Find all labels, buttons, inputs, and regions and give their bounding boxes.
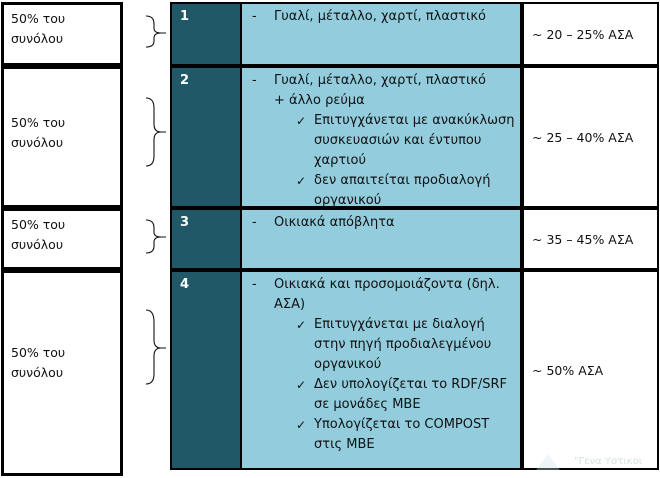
check-item: ✓ Επιτυγχάνεται με διαλογή στην πηγή προδ…: [248, 315, 520, 375]
stage-row-2: 2 - Γυαλί, μέταλλο, χαρτί, πλαστικό + άλλ…: [170, 66, 522, 208]
brace-row-3: [145, 219, 166, 254]
dash-bullet: -: [252, 73, 257, 88]
asa-range-row-2: ~ 25 – 40% ΑΣΑ: [522, 66, 659, 208]
stage-content-4: - Οικιακά και προσομοιάζοντα (δηλ. ΑΣΑ) ✓…: [240, 272, 520, 468]
watermark-text: "Γενα Υστικοι: [574, 456, 643, 467]
checkmark-icon: ✓: [296, 418, 307, 432]
checkmark-icon: ✓: [296, 174, 307, 188]
check-text: Υπολογίζεται το COMPOST στις ΜΒΕ: [314, 417, 490, 452]
checkmark-icon: ✓: [296, 114, 307, 128]
watermark-logo: "Γενα Υστικοι: [528, 436, 658, 476]
stage-number-2: 2: [172, 68, 240, 206]
material-text: Γυαλί, μέταλλο, χαρτί, πλαστικό: [274, 9, 486, 24]
stage-content-1: - Γυαλί, μέταλλο, χαρτί, πλαστικό: [240, 4, 520, 64]
material-line: - Οικιακά και προσομοιάζοντα (δηλ. ΑΣΑ): [248, 275, 520, 315]
material-text: Οικιακά και προσομοιάζοντα (δηλ. ΑΣΑ): [274, 277, 500, 312]
stage-number-3: 3: [172, 210, 240, 268]
share-label-row-3: 50% του συνόλου: [1, 208, 123, 270]
stage-row-1: 1 - Γυαλί, μέταλλο, χαρτί, πλαστικό: [170, 2, 522, 66]
material-line: - Γυαλί, μέταλλο, χαρτί, πλαστικό: [248, 71, 520, 91]
check-item: ✓ Δεν υπολογίζεται το RDF/SRF σε μονάδες …: [248, 375, 520, 415]
dash-bullet: -: [252, 277, 257, 292]
extra-stream-line: + άλλο ρεύμα: [248, 91, 520, 111]
share-label-row-4: 50% του συνόλου: [1, 270, 123, 476]
brace-row-4: [145, 309, 166, 385]
share-label-row-1: 50% του συνόλου: [1, 2, 123, 66]
check-text: Δεν υπολογίζεται το RDF/SRF σε μονάδες Μ…: [314, 377, 507, 412]
brace-row-2: [145, 97, 166, 167]
stage-number-4: 4: [172, 272, 240, 468]
asa-range-row-4: ~ 50% ΑΣΑ: [522, 270, 659, 470]
watermark-icon: [536, 454, 560, 470]
material-text: Οικιακά απόβλητα: [274, 215, 395, 230]
check-text: Επιτυγχάνεται με ανακύκλωση συσκευασιών …: [314, 113, 515, 168]
checkmark-icon: ✓: [296, 378, 307, 392]
material-text: Γυαλί, μέταλλο, χαρτί, πλαστικό: [274, 73, 486, 88]
stage-content-3: - Οικιακά απόβλητα: [240, 210, 520, 268]
brace-row-1: [145, 15, 166, 48]
stage-content-2: - Γυαλί, μέταλλο, χαρτί, πλαστικό + άλλο …: [240, 68, 520, 208]
check-item: ✓ Υπολογίζεται το COMPOST στις ΜΒΕ: [248, 415, 520, 455]
material-line: - Οικιακά απόβλητα: [248, 213, 520, 233]
dash-bullet: -: [252, 215, 257, 230]
asa-range-row-1: ~ 20 – 25% ΑΣΑ: [522, 2, 659, 66]
share-label-row-2: 50% του συνόλου: [1, 66, 123, 208]
dash-bullet: -: [252, 9, 257, 24]
extra-stream-text: + άλλο ρεύμα: [274, 93, 365, 108]
stage-number-1: 1: [172, 4, 240, 64]
stage-row-3: 3 - Οικιακά απόβλητα: [170, 208, 522, 270]
check-item: ✓ Επιτυγχάνεται με ανακύκλωση συσκευασιών…: [248, 111, 520, 171]
check-item: ✓ δεν απαιτείται προδιαλογή οργανικού: [248, 171, 520, 211]
material-line: - Γυαλί, μέταλλο, χαρτί, πλαστικό: [248, 7, 520, 27]
asa-range-row-3: ~ 35 – 45% ΑΣΑ: [522, 208, 659, 270]
stage-row-4: 4 - Οικιακά και προσομοιάζοντα (δηλ. ΑΣΑ)…: [170, 270, 522, 470]
check-text: Επιτυγχάνεται με διαλογή στην πηγή προδι…: [314, 317, 492, 372]
check-text: δεν απαιτείται προδιαλογή οργανικού: [314, 173, 491, 208]
checkmark-icon: ✓: [296, 318, 307, 332]
